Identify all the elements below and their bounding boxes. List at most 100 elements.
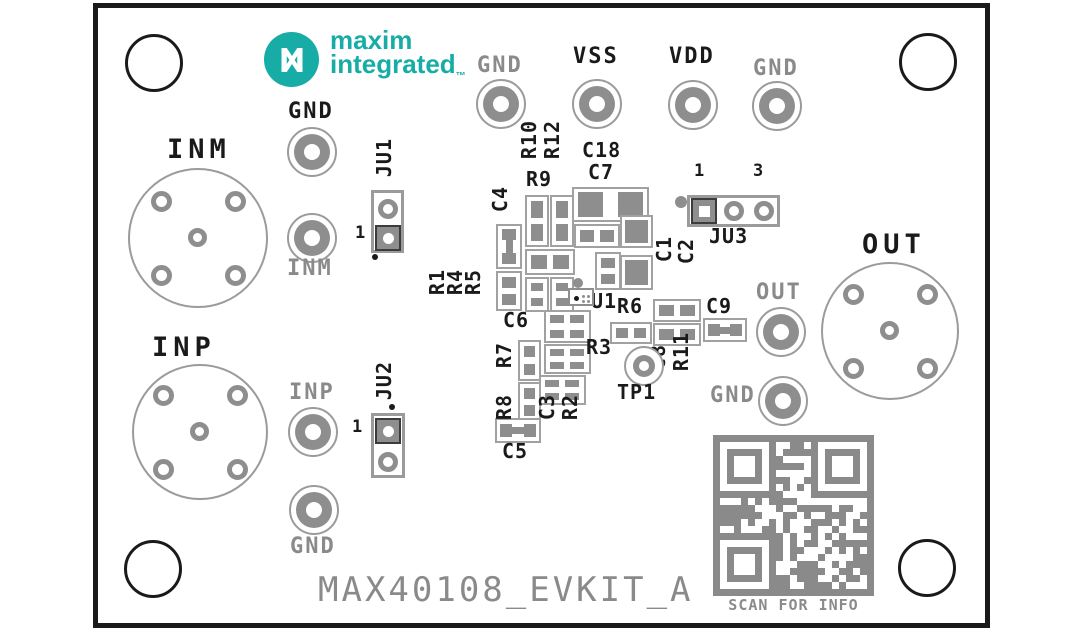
pad-hole	[773, 324, 789, 340]
qr-module	[818, 561, 825, 568]
qr-module	[860, 449, 867, 456]
qr-module	[846, 547, 853, 554]
qr-module	[839, 498, 846, 505]
tp-annulus	[633, 355, 655, 377]
sma-mount-ring	[227, 459, 248, 480]
qr-module	[741, 526, 748, 533]
qr-module	[762, 498, 769, 505]
qr-module	[818, 575, 825, 582]
jumper-pin-round	[724, 201, 744, 221]
jumper-pin-number: 3	[753, 161, 764, 181]
qr-module	[741, 554, 748, 561]
qr-module	[734, 456, 741, 463]
qr-module	[783, 561, 790, 568]
pad-annulus	[765, 383, 801, 419]
smd-pad	[502, 253, 516, 264]
qr-module	[846, 456, 853, 463]
sma-center-pin	[190, 422, 209, 441]
qr-module	[776, 568, 783, 575]
pad-label-inp: INP	[289, 380, 335, 405]
smd-pad	[531, 283, 543, 291]
qr-module	[727, 540, 734, 547]
qr-module	[762, 554, 769, 561]
qr-module	[797, 554, 804, 561]
smd-footprint	[518, 382, 541, 422]
smd-pad	[531, 298, 543, 306]
qr-module	[797, 533, 804, 540]
pad-annulus	[759, 88, 795, 124]
smd-pad	[550, 362, 564, 369]
pad-label-inm: INM	[287, 256, 333, 281]
qr-module	[839, 554, 846, 561]
qr-module	[755, 442, 762, 449]
qr-module	[797, 491, 804, 498]
qr-module	[727, 442, 734, 449]
th-pad-gnd-top-2	[752, 81, 802, 131]
ref-label-c1: C1	[652, 236, 676, 263]
qr-module	[783, 442, 790, 449]
sma-mount-ring	[153, 385, 174, 406]
smd-footprint	[525, 277, 549, 312]
pad-annulus	[294, 220, 330, 256]
qr-module	[741, 442, 748, 449]
qr-module	[797, 540, 804, 547]
qr-module	[741, 456, 748, 463]
qr-module	[790, 484, 797, 491]
qr-module	[797, 470, 804, 477]
pad-hole	[589, 96, 605, 112]
pad-label-vss: VSS	[573, 44, 619, 69]
mounting-hole	[898, 539, 956, 597]
smd-footprint	[544, 344, 591, 374]
qr-module	[825, 484, 832, 491]
qr-module	[839, 561, 846, 568]
smd-pad	[564, 393, 579, 400]
qr-module	[720, 526, 727, 533]
smd-pad	[556, 283, 568, 291]
smd-pad	[580, 230, 594, 242]
smd-pad	[625, 260, 648, 285]
qr-module	[790, 582, 797, 589]
qr-module	[783, 505, 790, 512]
qr-module	[860, 470, 867, 477]
qr-module	[818, 498, 825, 505]
sma-connector-inp	[132, 364, 268, 500]
qr-module	[734, 470, 741, 477]
smd-pad	[680, 329, 695, 340]
smd-pad	[510, 427, 526, 434]
qr-module	[776, 449, 783, 456]
sma-center-pin	[880, 321, 899, 340]
pad-label-gnd-right: GND	[710, 383, 756, 408]
qr-module	[748, 561, 755, 568]
smd-footprint	[518, 340, 541, 381]
qr-code	[713, 435, 874, 596]
ref-label-r7: R7	[492, 342, 516, 369]
qr-module	[762, 575, 769, 582]
ref-label-r6: R6	[617, 294, 644, 318]
qr-module	[818, 547, 825, 554]
qr-module	[846, 582, 853, 589]
th-pad-inm	[287, 213, 337, 263]
silk-dot	[675, 196, 687, 208]
qr-module	[853, 498, 860, 505]
qr-module	[720, 582, 727, 589]
qr-module	[762, 582, 769, 589]
smd-pad	[545, 380, 559, 387]
qr-module	[846, 554, 853, 561]
ref-label-u1: U1	[591, 289, 618, 313]
qr-module	[748, 456, 755, 463]
smd-footprint	[653, 323, 701, 346]
pad-annulus	[579, 86, 615, 122]
qr-module	[797, 526, 804, 533]
smd-pad	[505, 238, 513, 255]
pad-annulus	[294, 134, 330, 170]
qr-module	[790, 491, 797, 498]
qr-module	[741, 519, 748, 526]
qr-module	[755, 519, 762, 526]
qr-module	[818, 449, 825, 456]
qr-module	[853, 582, 860, 589]
qr-module	[748, 498, 755, 505]
smd-pad	[531, 201, 543, 218]
qr-module	[741, 463, 748, 470]
pad-hole	[493, 96, 509, 112]
maxim-logo-text: maxim integrated™	[330, 27, 466, 89]
